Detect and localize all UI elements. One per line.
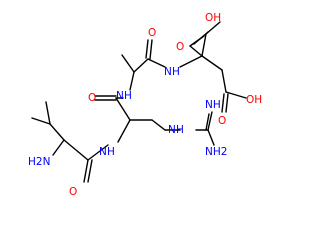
bond [205,113,210,131]
bond [225,91,247,99]
bond [149,39,153,60]
bond [87,159,93,183]
structure-diagram: O H2N N H O N H O N H O OH O OH N H NH N… [28,12,262,198]
atom-label: O [218,115,226,127]
bond [31,117,51,125]
atom-label: N [168,124,176,136]
bond [83,159,89,183]
bond [151,119,166,131]
atom-label: H [176,124,184,136]
bond [129,71,135,91]
bond [201,33,207,57]
bond [145,39,149,59]
atom-label: O [176,41,184,53]
bond [45,101,51,125]
bond [189,45,203,57]
bond [193,31,209,45]
atom-label: NH [205,99,221,111]
atom-label: N [99,146,107,158]
atom-label: H [124,90,132,102]
atom-label: H [172,66,180,78]
atom-label: OH [205,12,221,24]
bond [49,123,65,141]
atom-label: N [116,90,124,102]
bond [115,97,131,121]
bond [52,139,65,156]
atom-label: O [69,186,77,198]
bond [225,93,229,113]
bond [133,58,149,73]
atom-label: N [164,66,172,78]
bond [147,58,166,68]
atom-label: H2N [28,156,50,168]
bonds [31,21,247,183]
bond [179,55,203,68]
molecule-canvas: O H2N N H O N H O N H O OH O OH N H NH N… [28,12,263,198]
atom-label: O [148,27,156,39]
bond [221,93,225,113]
atom-labels: O H2N N H O N H O N H O OH O OH N H NH N… [28,12,262,198]
atom-label: NH2 [205,146,227,158]
bond [201,55,223,71]
bond [221,69,227,93]
bond [207,111,213,131]
bond [207,129,215,146]
bond [63,139,89,161]
bond [117,119,131,143]
atom-label: H [107,146,115,158]
bond [121,54,135,73]
atom-label: O [88,92,96,104]
atom-label: OH [246,94,262,106]
bond [87,144,109,161]
